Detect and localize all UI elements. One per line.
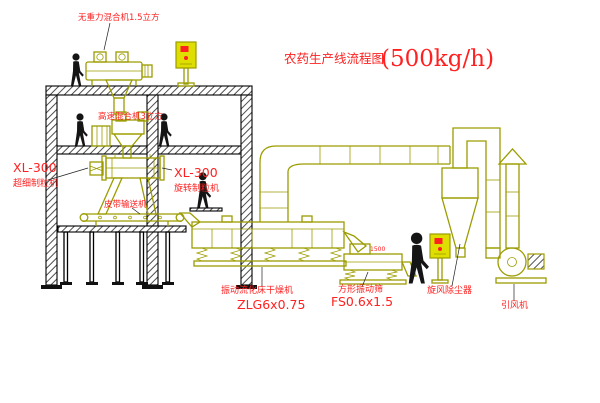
screen-feed-chute [342, 230, 368, 253]
diagram-title: 农药生产线流程图 [284, 51, 384, 66]
leader-lines [47, 22, 515, 301]
worker-figure [408, 232, 429, 284]
high-speed-mixer [111, 111, 149, 159]
building-structure [41, 85, 257, 289]
label-granulator-mid-name: 旋转制粒机 [174, 182, 219, 194]
label-granulator-left-model: XL-300 [13, 160, 57, 175]
fan-base [495, 277, 547, 284]
fan-housing [497, 247, 527, 277]
screen-spring [343, 269, 357, 281]
label-dryer-model: ZLG6x0.75 [237, 297, 305, 312]
label-screen-model: FS0.6x1.5 [331, 294, 393, 309]
paddle-mixer [85, 51, 153, 115]
label-dryer-name: 振动流化床干燥机 [221, 284, 293, 296]
control-cabinet-top [175, 41, 197, 87]
labels: 无重力混合机1.5立方 高速混合机3立方 XL-300 超细制粒机 XL-300… [13, 12, 528, 312]
label-granulator-left-name: 超细制粒机 [13, 177, 58, 189]
operator-platform [189, 207, 223, 212]
cyclone-separator [441, 127, 501, 258]
cyclone-outlet-duct [452, 127, 501, 249]
label-top-mixer: 无重力混合机1.5立方 [78, 12, 160, 23]
screen-discharge [401, 261, 417, 277]
dryer-spring [297, 247, 311, 262]
screen-spring [385, 269, 399, 281]
label-high-speed-mixer: 高速混合机3立方 [98, 111, 163, 122]
granulator-motor [89, 161, 104, 176]
label-screen-name: 方形振动筛 [338, 283, 383, 295]
label-cyclone: 旋风除尘器 [427, 284, 472, 296]
exhaust-stack [505, 163, 520, 249]
dryer-spring [229, 247, 243, 262]
label-belt-conveyor: 皮带输送机 [104, 199, 147, 210]
vibrating-screen [339, 230, 417, 285]
fan-motor [527, 253, 545, 270]
label-screen-dim: 1500 [370, 246, 385, 253]
mixer2-motor [137, 111, 149, 122]
label-granulator-mid-model: XL-300 [174, 165, 218, 180]
cabinet-indicator [180, 46, 189, 52]
mixer-motor [141, 64, 153, 78]
dryer-spring [329, 247, 343, 262]
label-fan: 引风机 [501, 299, 528, 311]
belt-conveyor [79, 213, 185, 226]
cabinet-indicator [434, 238, 443, 244]
screen-base [339, 279, 407, 285]
worker-figure [75, 113, 88, 146]
dryer-spring [195, 247, 209, 262]
dryer-spring [263, 247, 277, 262]
title-block: 农药生产线流程图 (500kg/h) [284, 46, 494, 72]
diagram-capacity: (500kg/h) [381, 46, 494, 72]
fluid-bed-dryer [178, 212, 347, 267]
draft-fan-stack [485, 148, 547, 284]
feed-box [91, 125, 111, 147]
rain-cap [497, 148, 528, 165]
control-cabinet-ground [429, 233, 451, 284]
exhaust-duct [259, 145, 451, 222]
worker-figure [71, 53, 84, 86]
dryer-base [193, 260, 347, 267]
